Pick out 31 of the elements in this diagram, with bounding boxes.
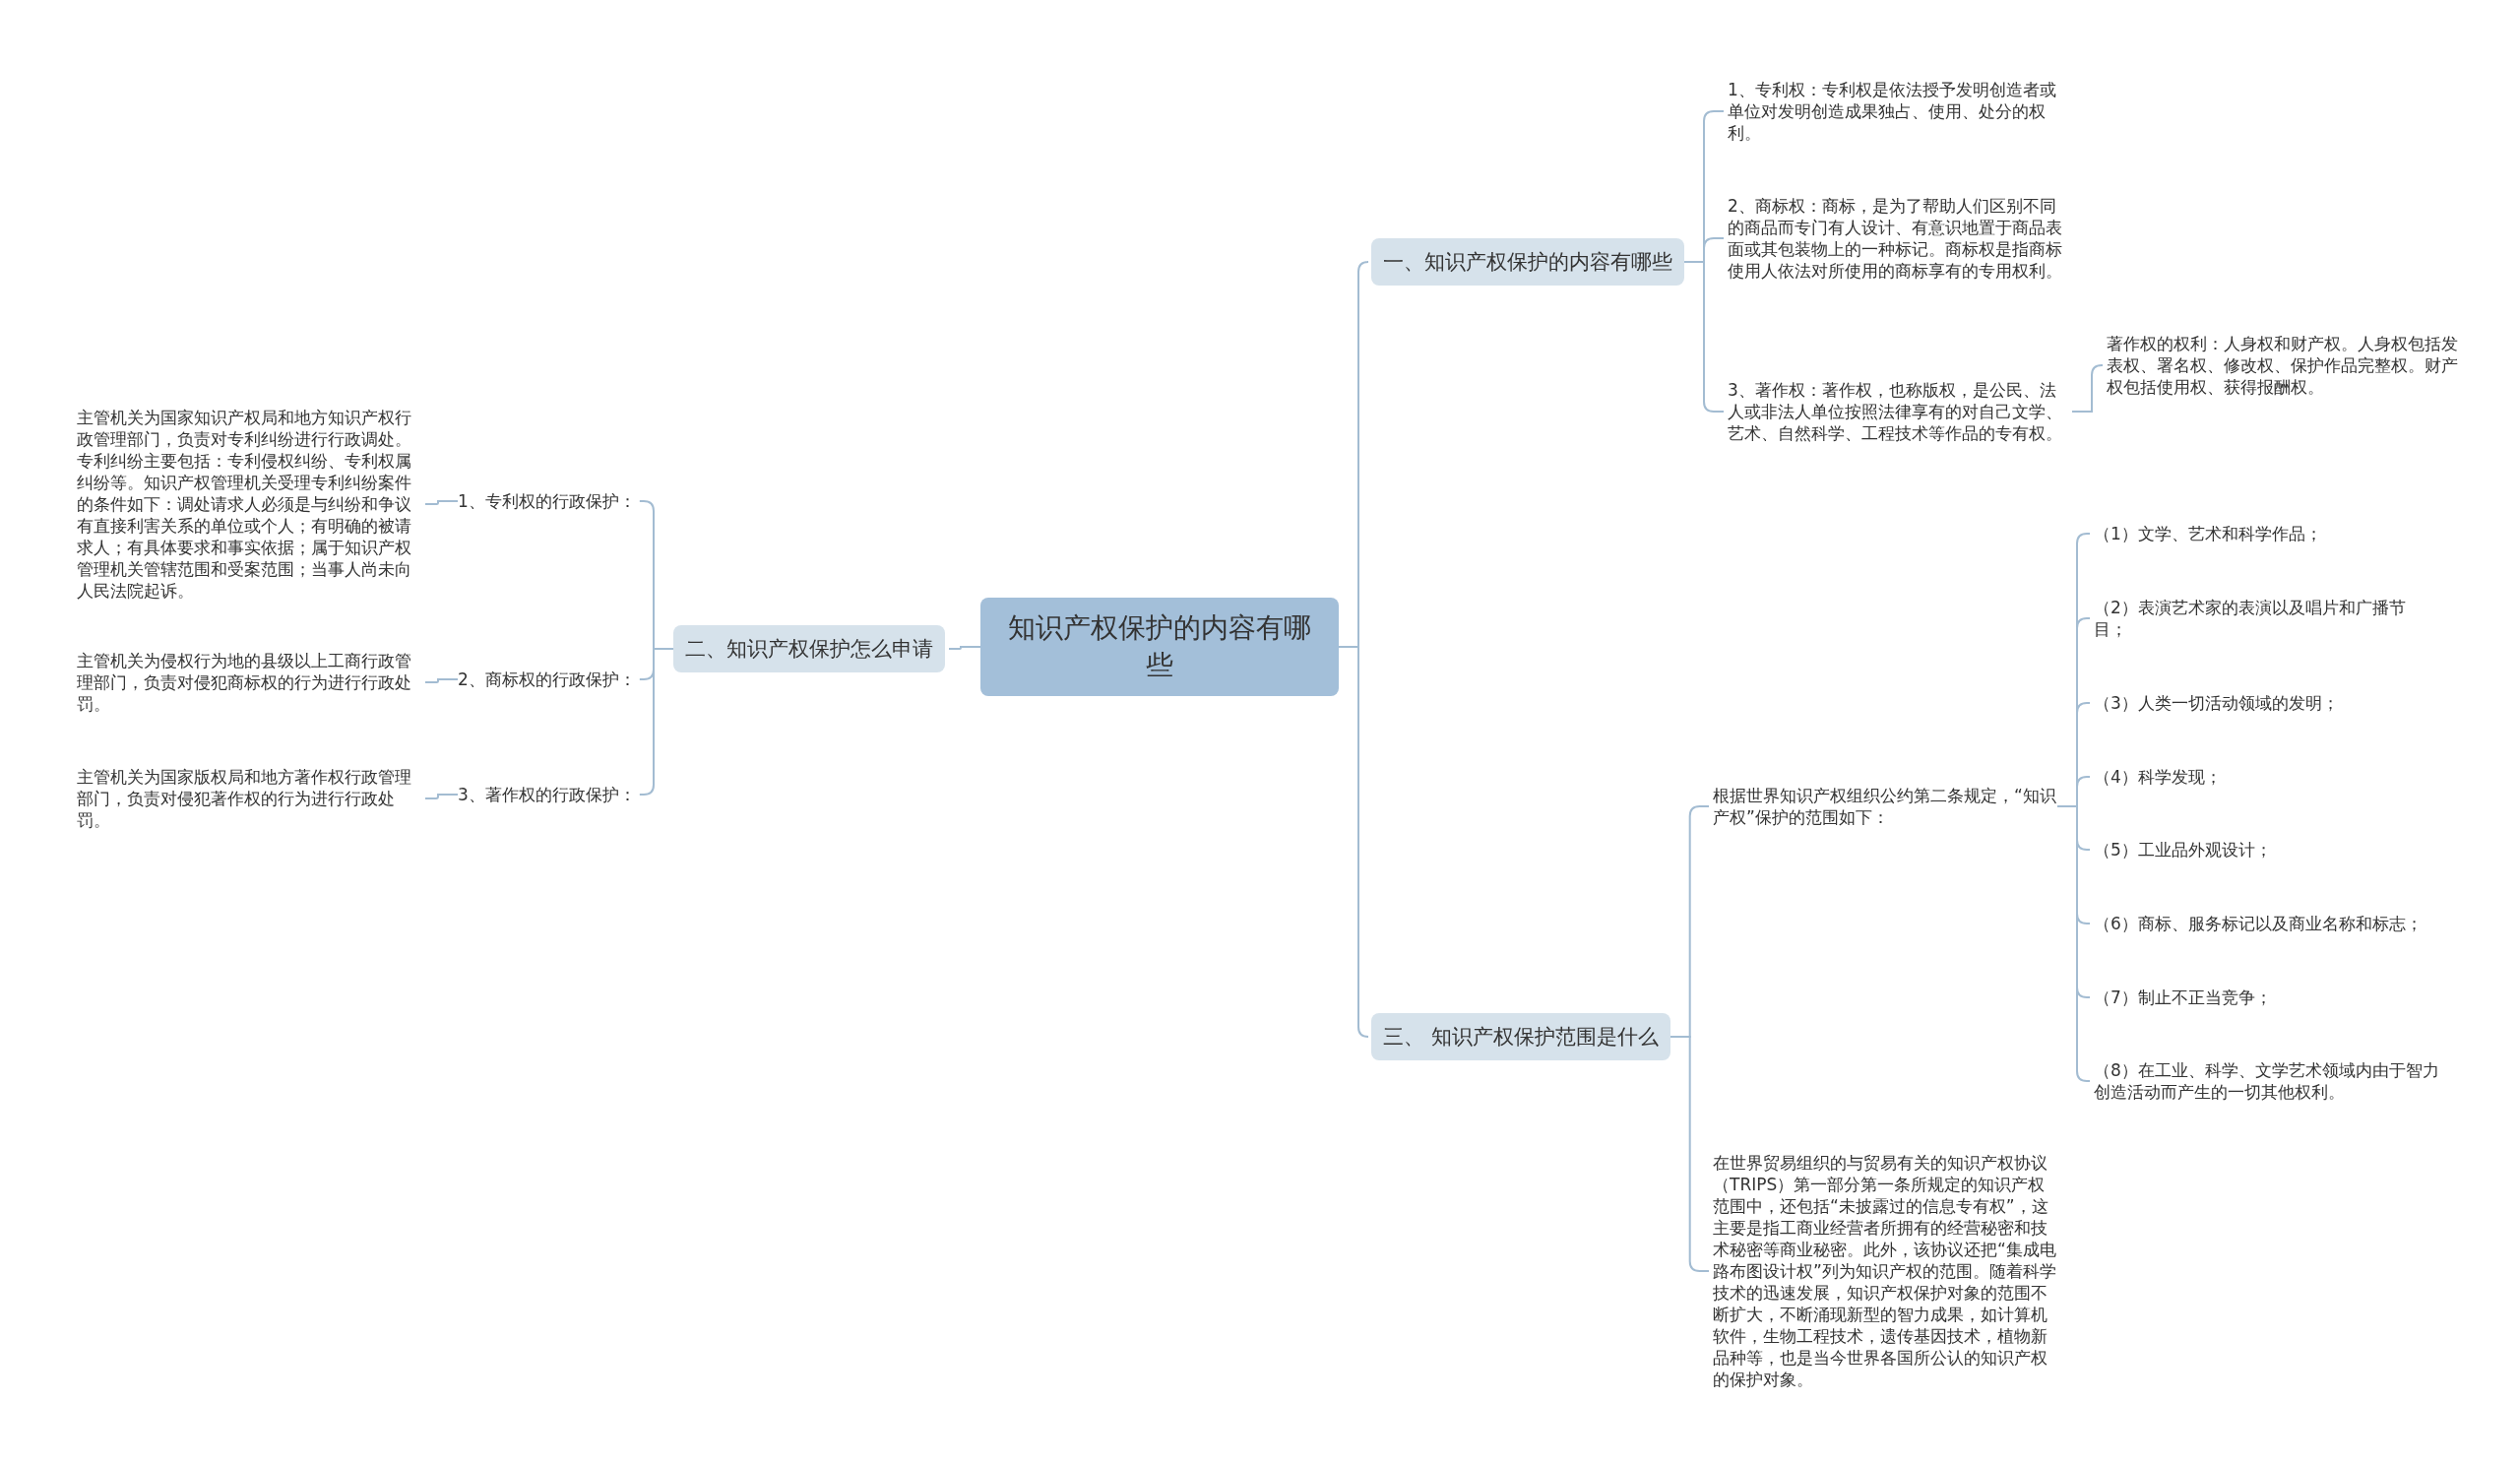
subtopic-text: （4）科学发现； [2094,764,2222,790]
note-text: 著作权的权利：人身权和财产权。人身权包括发表权、署名权、修改权、保护作品完整权。财产权包括使用权、获得报酬权。 [2107,331,2461,400]
connector-line [424,678,459,683]
note-text: 主管机关为侵权行为地的县级以上工商行政管理部门，负责对侵犯商标权的行为进行行政处罚。 [77,648,421,717]
subtopic-text: （5）工业品外观设计； [2094,837,2272,862]
topic-box: 三、 知识产权保护范围是什么 [1371,1013,1670,1060]
note-text: （8）在工业、科学、文学艺术领域内由于智力创造活动而产生的一切其他权利。 [2094,1057,2448,1105]
subtopic-text: （3）人类一切活动领域的发明； [2094,690,2339,716]
note-text: 在世界贸易组织的与贸易有关的知识产权协议（TRIPS）第一部分第一条所规定的知识产权范围中，还包括“未披露过的信息专有权”，这主要是指工商业经营者所拥有的经营秘密和技术秘密等商业秘密。此外，该协议还把“集成电路布图设计权”列为知识产权的范围。随着科学技术的迅速发展，知识产权保护对象的范围不断扩大，不断涌现新型的智力成果，如计算机软件，生物工程技术，遗传基因技术，植物新品种等，也是当今世界各国所公认的知识产权的保护对象。 [1713,1150,2057,1392]
connector-line [948,646,981,650]
connector-line [424,500,459,505]
subtopic-text: （1）文学、艺术和科学作品； [2094,521,2322,546]
central-topic-box: 知识产权保护的内容有哪些 [980,598,1339,696]
note-text: 根据世界知识产权组织公约第二条规定，“知识产权”保护的范围如下： [1713,783,2057,830]
connector-line [2071,364,2104,413]
topic-box: 二、知识产权保护怎么申请 [673,625,945,672]
subtopic-text: 1、专利权的行政保护： [458,488,636,514]
note-text: 主管机关为国家知识产权局和地方知识产权行政管理部门，负责对专利纠纷进行行政调处。专利纠纷主要包括：专利侵权纠纷、专利权属纠纷等。知识产权管理机关受理专利纠纷案件的条件如下：调处请求人必须是与纠纷和争议有直接利害关系的单位或个人；有明确的被请求人；有具体要求和事实依据；属于知识产权管理机关管辖范围和受案范围；当事人尚未向人民法院起诉。 [77,405,421,604]
subtopic-text: 3、著作权的行政保护： [458,782,636,807]
note-text: 2、商标权：商标，是为了帮助人们区别不同的商品而专门有人设计、有意识地置于商品表面或其包装物上的一种标记。商标权是指商标使用人依法对所使用的商标享有的专用权利。 [1728,193,2072,284]
subtopic-text: （7）制止不正当竞争； [2094,985,2272,1010]
topic-box: 一、知识产权保护的内容有哪些 [1371,238,1684,286]
subtopic-text: 2、商标权的行政保护： [458,667,636,692]
connector-line [424,794,459,799]
connector-line [2056,805,2091,1082]
note-text: 主管机关为国家版权局和地方著作权行政管理部门，负责对侵犯著作权的行为进行行政处罚。 [77,764,421,833]
note-text: （2）表演艺术家的表演以及唱片和广播节目； [2094,595,2438,642]
subtopic-text: （6）商标、服务标记以及商业名称和标志； [2094,911,2423,936]
note-text: 3、著作权：著作权，也称版权，是公民、法人或非法人单位按照法律享有的对自己文学、艺术、自然科学、工程技术等作品的专有权。 [1728,377,2072,446]
note-text: 1、专利权：专利权是依法授予发明创造者或单位对发明创造成果独占、使用、处分的权利。 [1728,77,2072,146]
connector-line [1669,1036,1710,1272]
